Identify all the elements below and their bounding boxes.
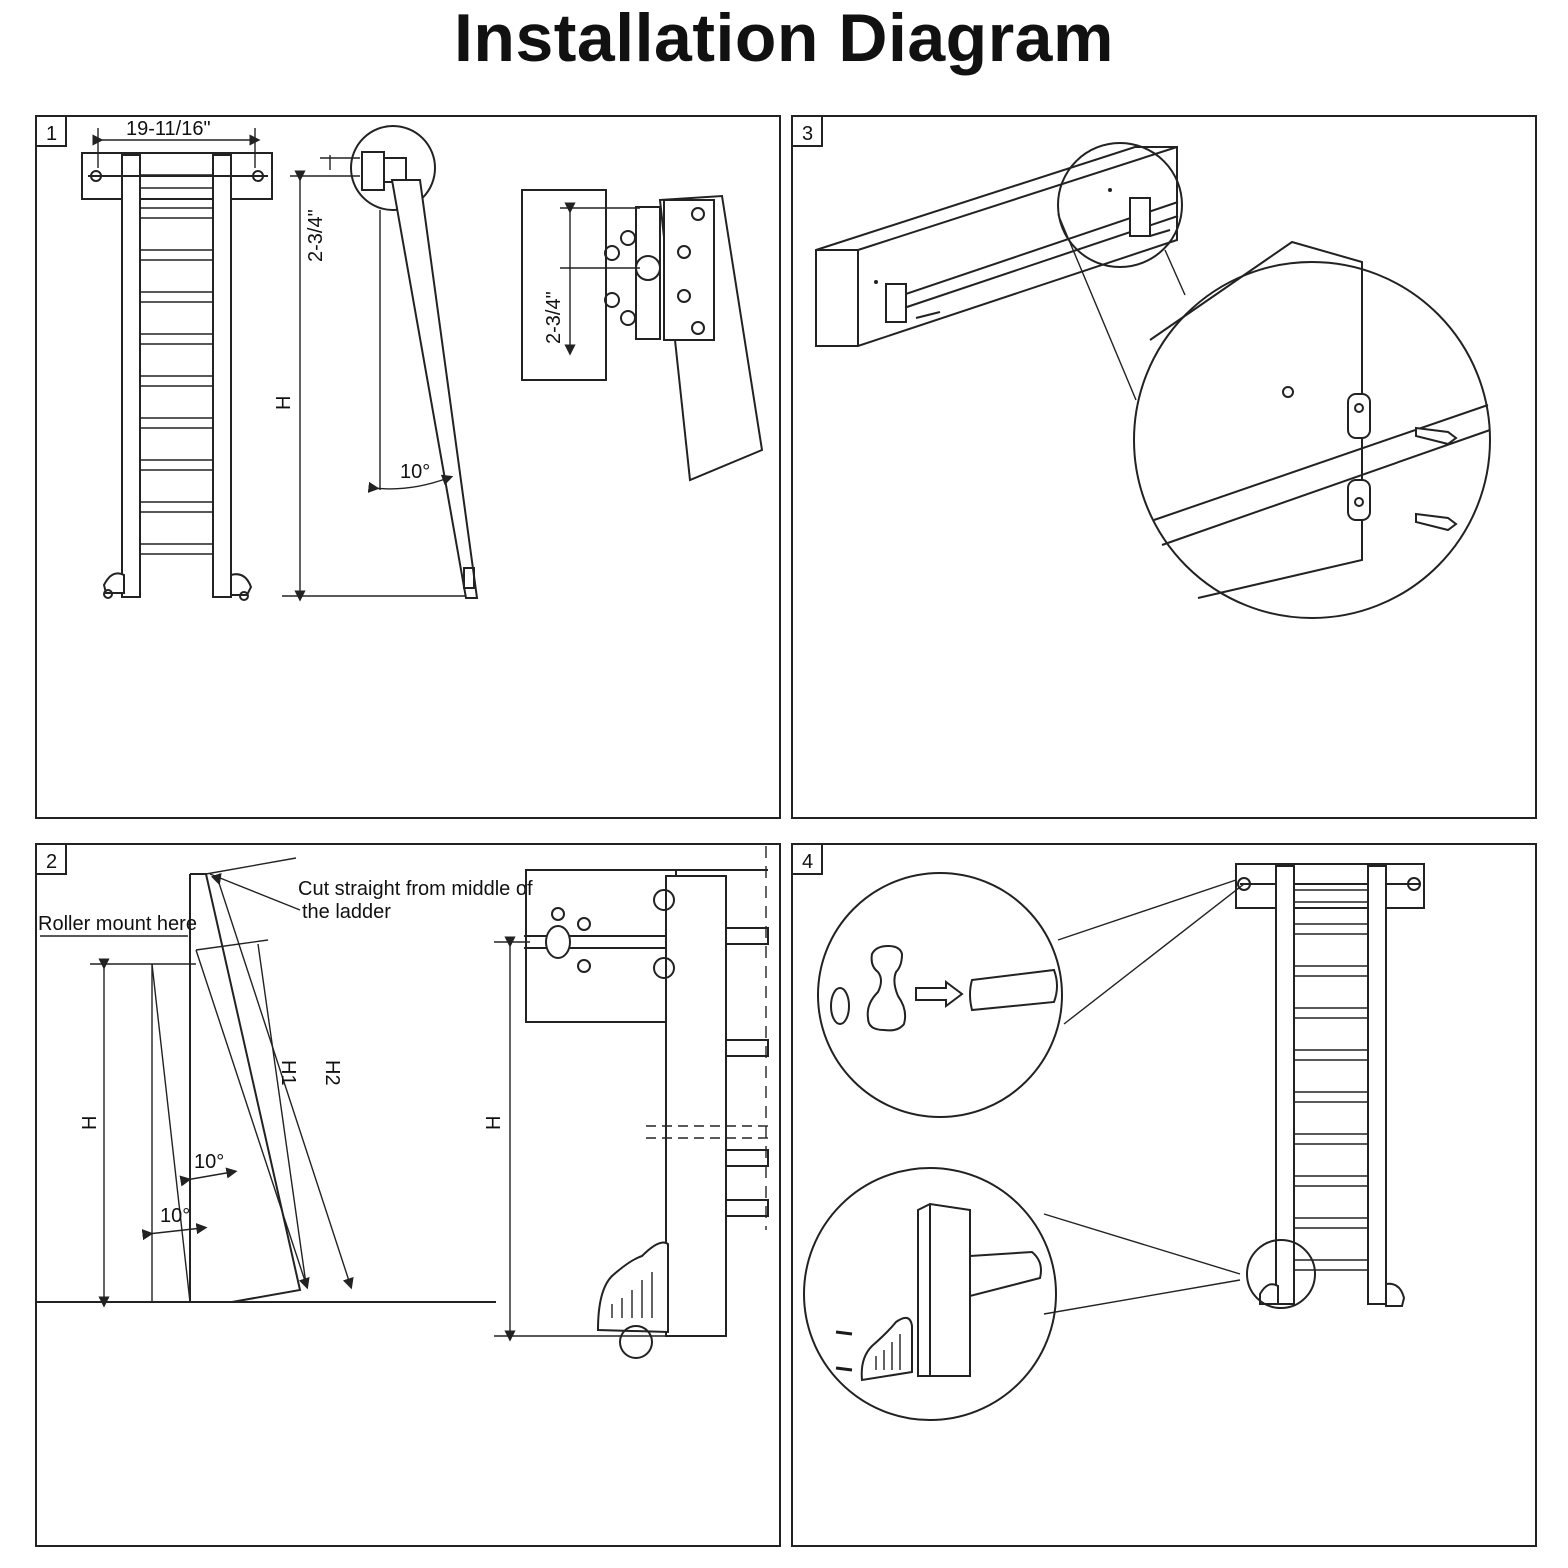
installed-side-detail: H <box>483 846 770 1359</box>
front-ladder <box>81 152 273 601</box>
panel-4-ladder <box>1235 863 1425 1309</box>
panel-number: 4 <box>802 851 813 873</box>
panel-3: 3 <box>791 115 1537 819</box>
panel-number-box <box>35 843 67 875</box>
angle-label: 10° <box>400 461 430 483</box>
end-cap-detail <box>817 872 1245 1118</box>
h1-label: H1 <box>277 1060 299 1086</box>
roller-detail <box>803 1167 1241 1421</box>
cut-label-line1: Cut straight from middle of <box>298 878 533 900</box>
panel-number: 2 <box>46 851 57 873</box>
height-dimension-a: 2-3/4" <box>305 209 327 262</box>
h-right-dimension: H <box>483 1116 505 1130</box>
roller-mount-label: Roller mount here <box>38 913 197 935</box>
angle-b: 10° <box>160 1205 190 1227</box>
panel-number-box <box>35 115 67 147</box>
zoom-circle-small <box>1057 142 1183 268</box>
panel-number-box <box>791 115 823 147</box>
zoom-detail-bracket <box>1133 240 1491 619</box>
bracket-detail: 2-3/4" <box>521 189 764 482</box>
wall-beam <box>815 146 1179 347</box>
h-dimension: H <box>79 1116 101 1130</box>
height-dimension-b: 2-3/4" <box>543 291 565 344</box>
angle-a: 10° <box>194 1151 224 1173</box>
h2-label: H2 <box>321 1060 343 1086</box>
panel-number: 3 <box>802 123 813 145</box>
panel-number-box <box>791 843 823 875</box>
side-view-ladder: 2-3/4" H 10° <box>273 125 479 602</box>
panel-number: 1 <box>46 123 57 145</box>
panel-4: 4 <box>791 843 1537 1547</box>
panel-2: 2 H H1 H2 10° 10° Roller mount here Cut … <box>35 843 781 1547</box>
panel-1: 1 19- <box>35 115 781 819</box>
width-dimension: 19-11/16" <box>126 118 211 140</box>
page-title: Installation Diagram <box>454 0 1114 76</box>
cut-label-line2: the ladder <box>302 901 391 923</box>
h-dimension: H <box>273 396 295 410</box>
